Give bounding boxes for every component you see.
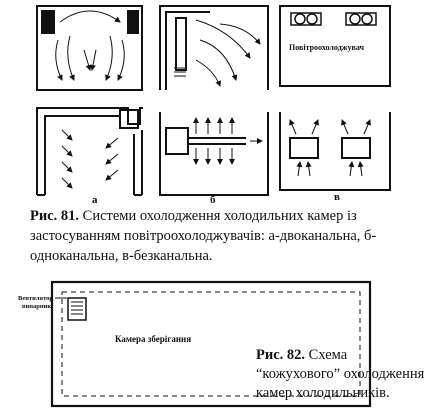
diagram-a-top: [36, 5, 143, 91]
figure-81-caption-text: Системи охолодження холодильних камер із…: [30, 208, 377, 264]
figure-82-caption-text: Схема “кожухового” охолодження камер хол…: [256, 347, 425, 401]
diagram-c-top: Повітроохолоджувач: [279, 5, 391, 87]
diagram-c-bottom: [279, 112, 391, 191]
chamber-label: Камера зберігання: [115, 334, 191, 344]
figure-81-number: Рис. 81.: [30, 208, 80, 224]
figure-82-number: Рис. 82.: [256, 347, 306, 363]
diagram-a-bottom: [36, 107, 143, 196]
evaporator-label: випарник: [22, 303, 51, 310]
cooler-label: Повітроохолоджувач: [289, 43, 365, 52]
diagram-b-bottom: [159, 112, 269, 196]
fan-label: Вентилятор: [18, 295, 53, 302]
figure-82-caption: Рис. 82. Схема “кожухового” охолодження …: [256, 346, 430, 403]
diagram-b-top: [159, 5, 269, 90]
panel-label-b: б: [210, 194, 216, 206]
panel-label-a: а: [92, 194, 98, 206]
figure-81-caption: Рис. 81. Системи охолодження холодильних…: [30, 206, 422, 266]
figure-82-diagram: Вентилятор випарник Камера зберігання: [18, 280, 372, 408]
panel-label-c: в: [334, 191, 340, 203]
